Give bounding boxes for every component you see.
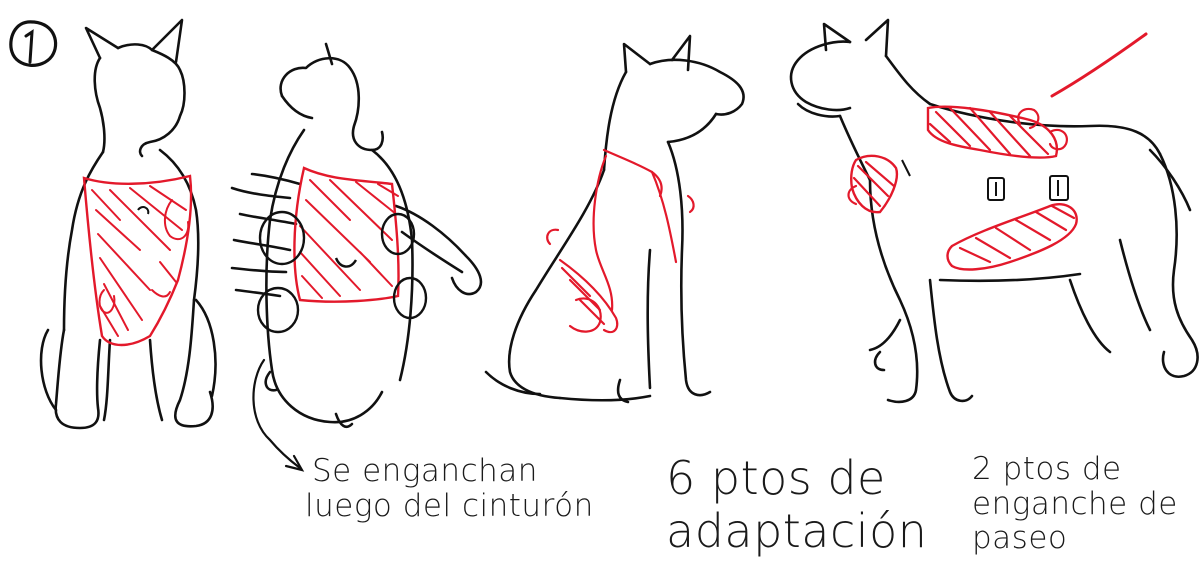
caption-hooks: Se enganchan luego del cinturón	[305, 453, 594, 523]
caption-walk: 2 ptos de enganche de paseo	[972, 452, 1178, 556]
dog-chest-closeup	[230, 42, 483, 428]
harness-standing	[847, 32, 1148, 271]
harness-front	[82, 174, 193, 347]
buckles-standing	[901, 159, 1069, 201]
caption-adaptation-line1: 6 ptos de	[666, 451, 886, 505]
dog-side-seated	[484, 34, 745, 404]
adjustment-points-chest	[256, 210, 428, 334]
caption-walk-line1: 2 ptos de	[972, 451, 1122, 487]
dog-standing-side	[789, 18, 1199, 404]
caption-adaptation: 6 ptos de adaptación	[666, 451, 928, 559]
caption-adaptation-line2: adaptación	[666, 504, 928, 559]
caption-walk-line2: enganche de	[972, 485, 1178, 522]
step-number-badge: 1	[9, 20, 58, 67]
caption-walk-line3: paseo	[972, 520, 1068, 557]
caption-hooks-line2: luego del cinturón	[305, 487, 594, 524]
caption-hooks-line1: Se enganchan	[312, 453, 538, 489]
dog-front-view	[39, 18, 217, 430]
arrow-to-caption	[252, 358, 305, 472]
harness-side-seated	[546, 148, 695, 334]
buckle-front	[137, 206, 150, 215]
